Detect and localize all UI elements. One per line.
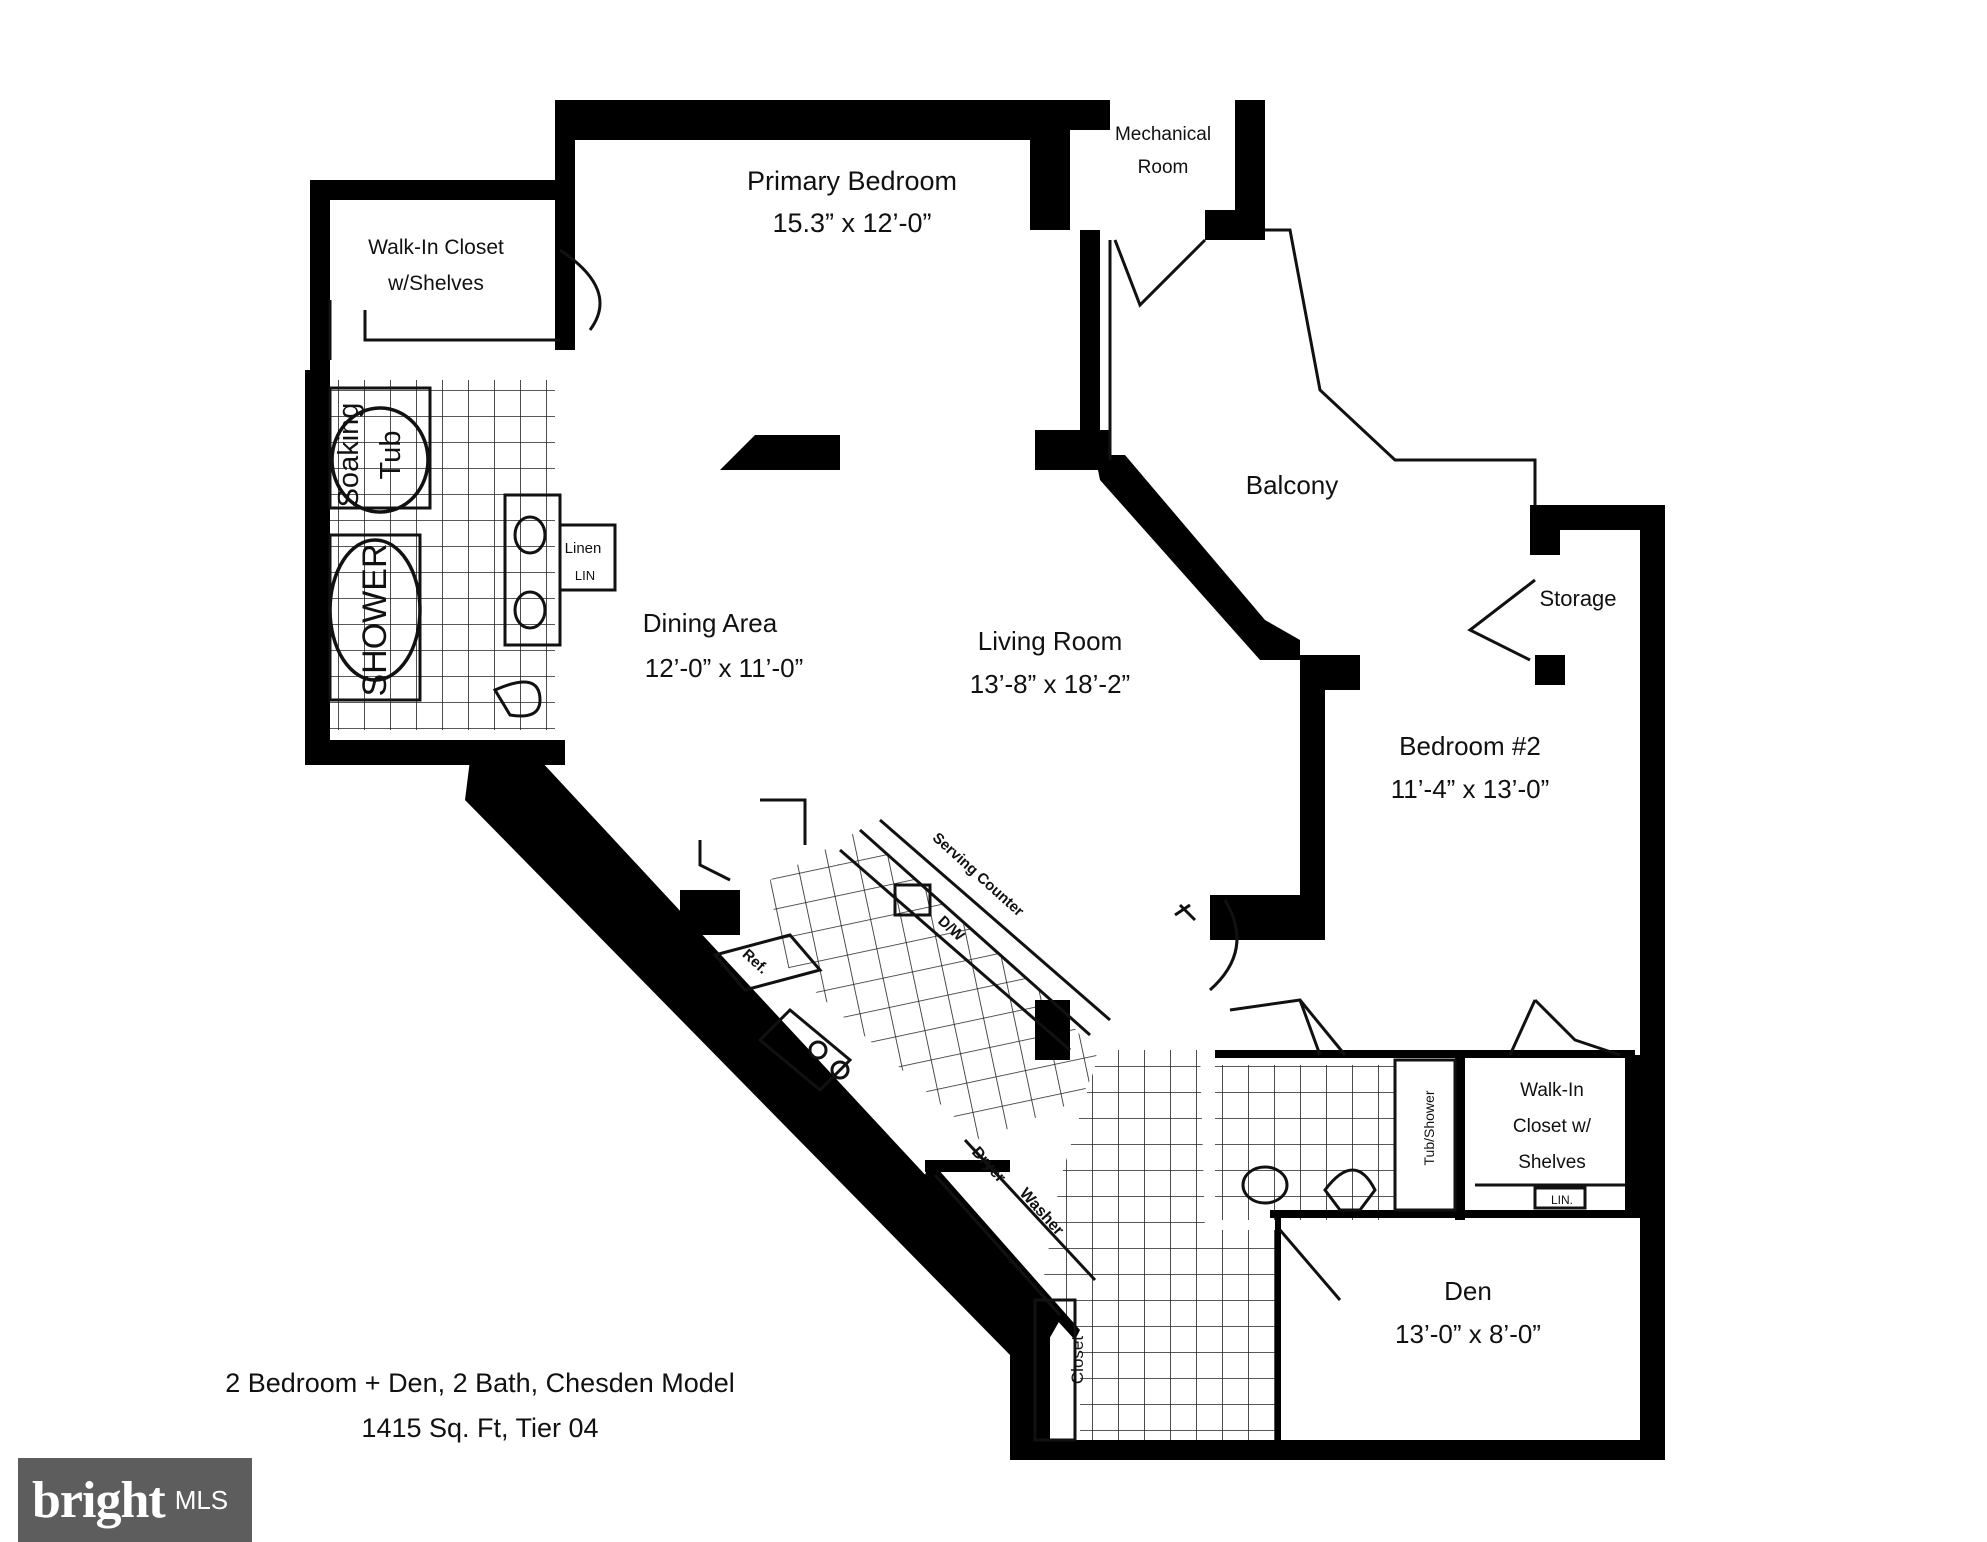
shower-label: SHOWER: [356, 544, 394, 697]
bright-mls-logo: bright MLS: [18, 1458, 252, 1542]
walls: [305, 100, 1665, 1460]
refrigerator-label: Ref.: [739, 946, 771, 978]
hall-tile: [1040, 1050, 1275, 1440]
primary-bath-tile: [325, 380, 555, 730]
plan-caption-line-2: 1415 Sq. Ft, Tier 04: [361, 1413, 599, 1443]
primary-bedroom-dims: 15.3” x 12’-0”: [772, 208, 931, 238]
logo-suffix: MLS: [174, 1484, 229, 1515]
bedroom-2-dims: 11’-4” x 13’-0”: [1391, 774, 1549, 804]
linen-abbr-label: LIN: [575, 568, 595, 583]
den-name: Den: [1444, 1276, 1492, 1306]
mechanical-room-label-1: Mechanical: [1115, 124, 1211, 145]
linen-label: Linen: [565, 540, 602, 557]
closet-label: Closet: [1068, 1336, 1087, 1384]
thin-lines: [328, 228, 1625, 1442]
mechanical-room-label-2: Room: [1138, 157, 1189, 178]
living-room-dims: 13’-8” x 18’-2”: [970, 669, 1130, 699]
dining-area-name: Dining Area: [643, 608, 778, 638]
soaking-tub-label-2: Tub: [375, 431, 407, 480]
walk-in-closet-label-1: Walk-In Closet: [368, 236, 504, 259]
logo-brand: bright: [32, 1471, 166, 1529]
primary-bedroom-name: Primary Bedroom: [747, 166, 957, 196]
dining-area-dims: 12’-0” x 11’-0”: [645, 653, 803, 683]
plan-caption-line-1: 2 Bedroom + Den, 2 Bath, Chesden Model: [225, 1368, 735, 1398]
soaking-tub-label-1: Soaking: [333, 403, 365, 508]
tub-shower-label: Tub/Shower: [1421, 1090, 1437, 1165]
balcony-label: Balcony: [1246, 470, 1339, 500]
walk-in-closet-2-label-2: Closet w/: [1513, 1116, 1592, 1137]
storage-label: Storage: [1539, 586, 1616, 611]
walk-in-closet-2-label-1: Walk-In: [1520, 1080, 1584, 1101]
walk-in-closet-label-2: w/Shelves: [387, 272, 484, 295]
walk-in-closet-2-label-3: Shelves: [1518, 1152, 1586, 1173]
kitchen-tile: [770, 830, 1100, 1140]
lin-closet-2-label: LIN.: [1551, 1193, 1573, 1207]
bath2-tile: [1215, 1065, 1395, 1220]
bedroom-2-name: Bedroom #2: [1399, 731, 1541, 761]
living-room-name: Living Room: [978, 626, 1123, 656]
den-dims: 13’-0” x 8’-0”: [1395, 1319, 1541, 1349]
